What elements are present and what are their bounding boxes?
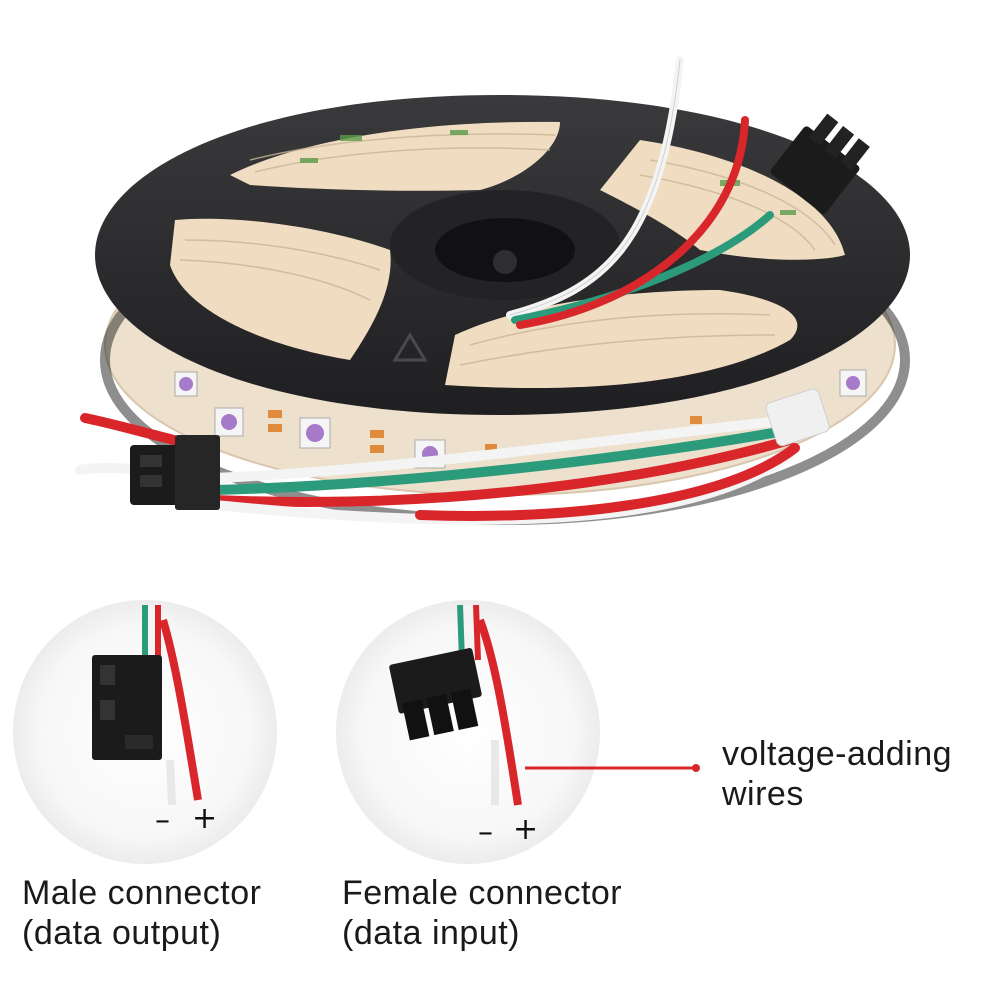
voltage-marker — [525, 764, 700, 772]
female-minus-sign: – — [478, 815, 493, 850]
recycle-icon — [392, 332, 428, 362]
voltage-wires-label-line2: wires — [722, 775, 804, 813]
wire-bundle — [75, 56, 830, 525]
male-minus-sign: – — [155, 803, 170, 838]
reel-window-left — [170, 218, 391, 360]
voltage-wires-label-line1: voltage-adding — [722, 735, 953, 773]
male-connector-photo — [130, 435, 220, 510]
led-chips — [174, 369, 867, 469]
female-connector-title: Female connector — [342, 874, 623, 912]
female-connector-photo — [770, 113, 870, 214]
male-plus-sign: + — [192, 801, 218, 836]
male-connector-title: Male connector — [22, 874, 262, 912]
reel-window-top — [230, 121, 560, 191]
male-connector-callout — [13, 600, 277, 864]
female-connector-subtitle: (data input) — [342, 914, 520, 952]
female-connector-callout — [336, 600, 600, 864]
female-plus-sign: + — [513, 812, 539, 847]
male-connector-subtitle: (data output) — [22, 914, 222, 952]
